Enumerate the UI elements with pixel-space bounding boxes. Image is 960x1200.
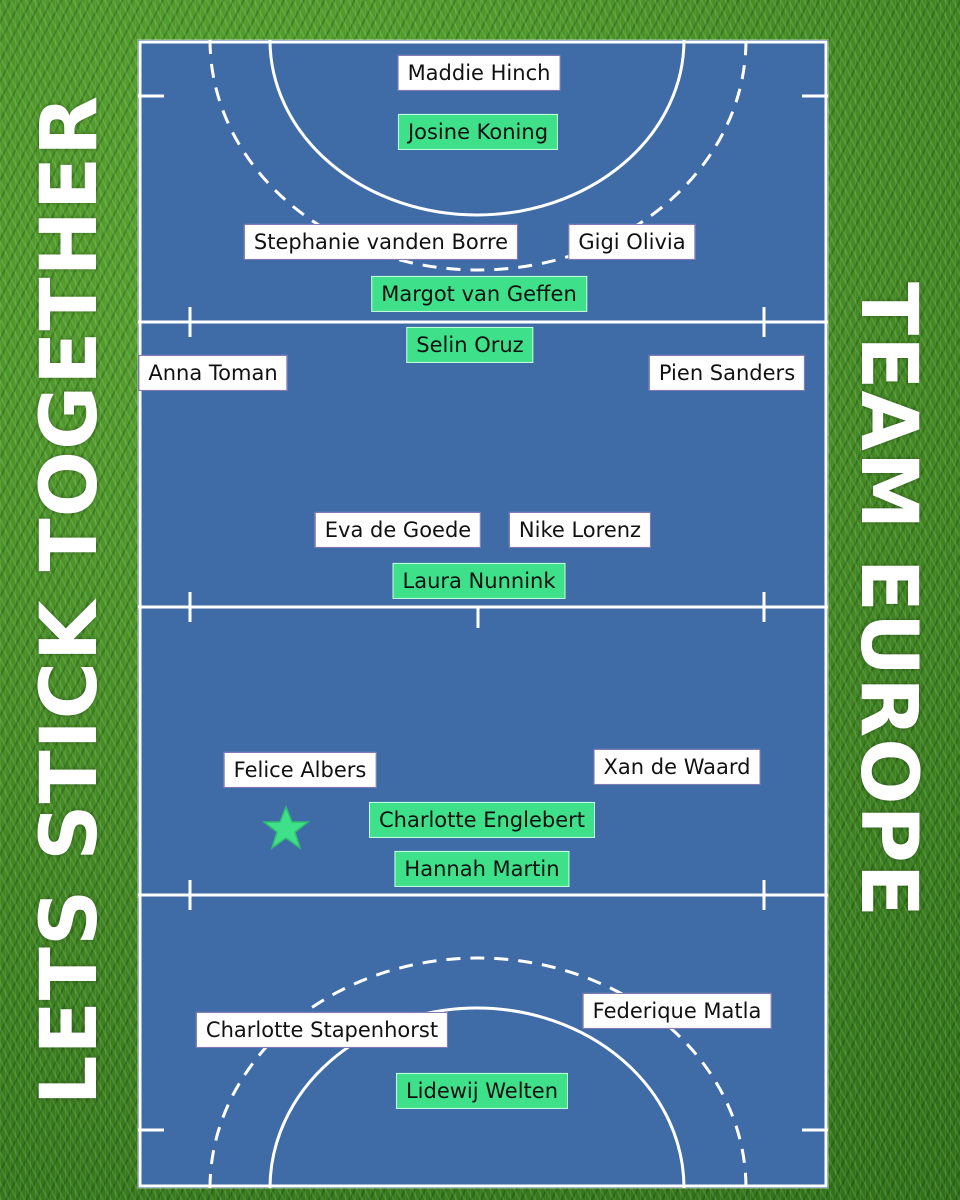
player-label: Gigi Olivia bbox=[568, 223, 696, 261]
shooting-circle-bottom bbox=[268, 1006, 686, 1188]
player-label: Nike Lorenz bbox=[508, 511, 652, 549]
player-label: Federique Matla bbox=[582, 992, 772, 1030]
star-icon bbox=[261, 804, 311, 855]
player-label: Charlotte Stapenhorst bbox=[195, 1011, 449, 1049]
player-label: Felice Albers bbox=[223, 751, 377, 789]
player-label: Eva de Goede bbox=[314, 511, 482, 549]
player-label: Hannah Martin bbox=[394, 850, 570, 888]
slogan-left: LETS STICK TOGETHER bbox=[25, 94, 115, 1106]
player-label: Anna Toman bbox=[138, 354, 288, 392]
slogan-right: TEAM EUROPE bbox=[843, 281, 933, 919]
player-label: Maddie Hinch bbox=[397, 54, 561, 92]
player-label: Selin Oruz bbox=[406, 326, 534, 364]
player-label: Margot van Geffen bbox=[371, 275, 587, 313]
pitch-boundary bbox=[138, 40, 828, 1188]
player-label: Pien Sanders bbox=[648, 354, 806, 392]
player-label: Stephanie vanden Borre bbox=[243, 223, 519, 261]
dashed-circle-top bbox=[208, 40, 748, 272]
player-label: Josine Koning bbox=[397, 113, 559, 151]
player-label: Lidewij Welten bbox=[395, 1072, 569, 1110]
player-label: Charlotte Englebert bbox=[368, 801, 596, 839]
player-label: Xan de Waard bbox=[593, 748, 761, 786]
shooting-circle-top bbox=[268, 40, 686, 217]
player-label: Laura Nunnink bbox=[392, 562, 566, 600]
pitch-markings bbox=[138, 40, 828, 1188]
dashed-circle-bottom bbox=[208, 956, 748, 1188]
